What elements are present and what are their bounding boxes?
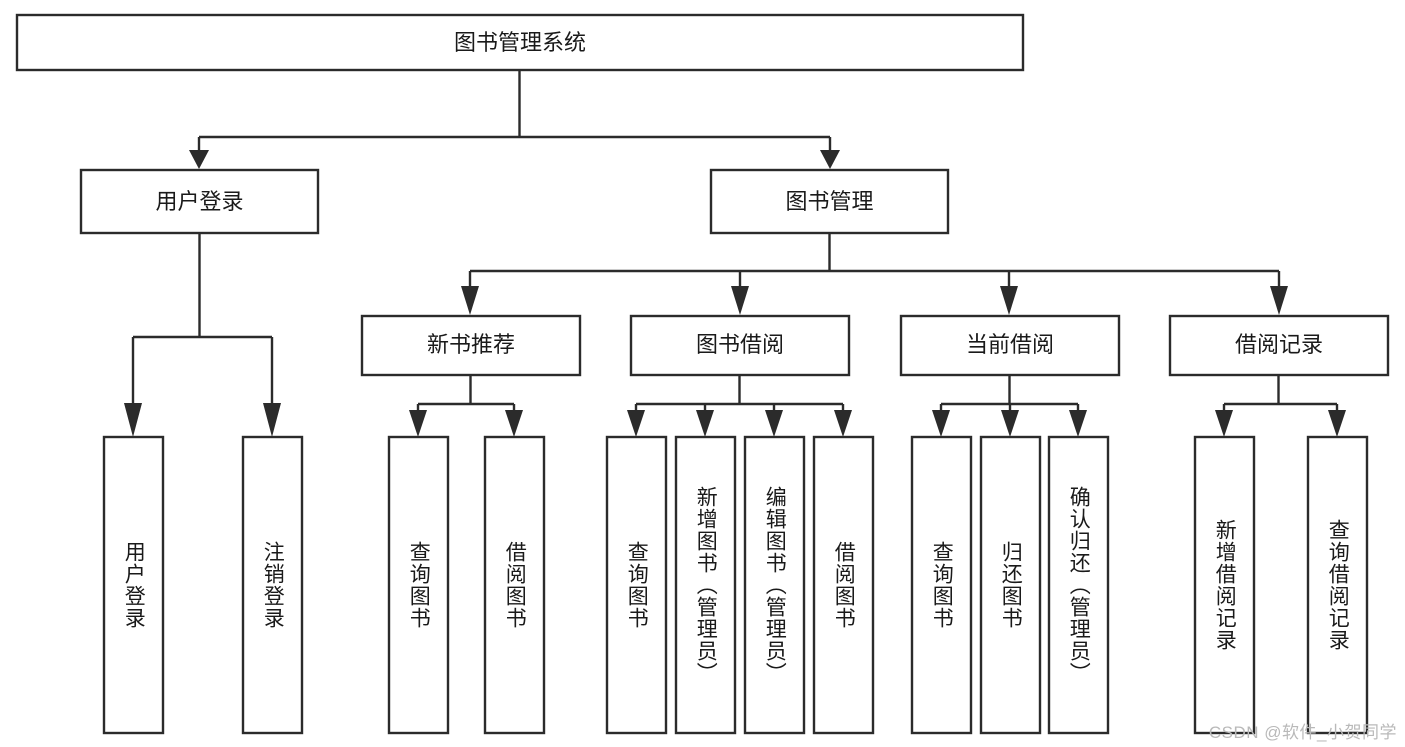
node-book-borrow-box[interactable] bbox=[629, 314, 851, 377]
arrow-to-leaf-query-book-3 bbox=[932, 410, 950, 437]
arrow-to-leaf-return-book bbox=[1001, 410, 1019, 437]
leaf-return-book-box[interactable] bbox=[979, 435, 1042, 735]
leaf-borrow-book-1-box[interactable] bbox=[483, 435, 546, 735]
arrow-to-leaf-query-book-2 bbox=[627, 410, 645, 437]
node-current-borrow[interactable]: 当前借阅 bbox=[899, 314, 1121, 377]
node-new-book-recommend[interactable]: 新书推荐 bbox=[360, 314, 582, 377]
arrow-to-current-borrow bbox=[1000, 286, 1018, 315]
node-new-book-recommend-label: 新书推荐 bbox=[427, 332, 515, 357]
leaf-borrow-book-2-box[interactable] bbox=[812, 435, 875, 735]
arrow-to-leaf-logout-login bbox=[263, 403, 281, 437]
leaf-query-borrow-record-box[interactable] bbox=[1306, 435, 1369, 735]
node-book-manage-box[interactable] bbox=[709, 168, 950, 235]
arrow-to-book-manage bbox=[820, 150, 840, 169]
leaf-query-book-3-box[interactable] bbox=[910, 435, 973, 735]
csdn-watermark: CSDN @软件_小贺同学 bbox=[1208, 723, 1397, 742]
node-root-box[interactable] bbox=[15, 13, 1025, 72]
node-borrow-record-label: 借阅记录 bbox=[1235, 332, 1323, 357]
node-book-borrow-label: 图书借阅 bbox=[696, 332, 784, 357]
arrow-to-leaf-add-book-admin bbox=[696, 410, 714, 437]
node-current-borrow-box[interactable] bbox=[899, 314, 1121, 377]
node-current-borrow-label: 当前借阅 bbox=[966, 332, 1054, 357]
arrow-to-leaf-borrow-book-2 bbox=[834, 410, 852, 437]
node-root[interactable]: 图书管理系统 bbox=[15, 13, 1025, 72]
leaf-add-borrow-record-box[interactable] bbox=[1193, 435, 1256, 735]
node-book-manage-label: 图书管理 bbox=[785, 189, 873, 214]
node-borrow-record[interactable]: 借阅记录 bbox=[1168, 314, 1390, 377]
arrow-to-leaf-add-borrow-record bbox=[1215, 410, 1233, 437]
leaf-boxes-layer bbox=[102, 435, 1369, 735]
leaf-query-book-1-box[interactable] bbox=[387, 435, 450, 735]
node-user-login-box[interactable] bbox=[79, 168, 320, 235]
node-book-manage[interactable]: 图书管理 bbox=[709, 168, 950, 235]
node-user-login[interactable]: 用户登录 bbox=[79, 168, 320, 235]
connector-layer bbox=[124, 70, 1346, 437]
arrow-to-leaf-query-borrow-record bbox=[1328, 410, 1346, 437]
leaf-query-book-2-box[interactable] bbox=[605, 435, 668, 735]
arrow-to-user-login bbox=[189, 150, 209, 169]
arrow-to-leaf-borrow-book-1 bbox=[505, 410, 523, 437]
arrow-to-borrow-record bbox=[1270, 286, 1288, 315]
arrow-to-leaf-user-login bbox=[124, 403, 142, 437]
leaf-add-book-admin-box[interactable] bbox=[674, 435, 737, 735]
node-user-login-label: 用户登录 bbox=[155, 189, 243, 214]
arrow-to-leaf-edit-book-admin bbox=[765, 410, 783, 437]
arrow-to-new-book-recommend bbox=[461, 286, 479, 315]
node-book-borrow[interactable]: 图书借阅 bbox=[629, 314, 851, 377]
node-borrow-record-box[interactable] bbox=[1168, 314, 1390, 377]
arrow-to-leaf-query-book-1 bbox=[409, 410, 427, 437]
leaf-logout-login-box[interactable] bbox=[241, 435, 304, 735]
leaf-confirm-return-admin-box[interactable] bbox=[1047, 435, 1110, 735]
node-new-book-recommend-box[interactable] bbox=[360, 314, 582, 377]
leaf-edit-book-admin-box[interactable] bbox=[743, 435, 806, 735]
leaf-user-login-box[interactable] bbox=[102, 435, 165, 735]
arrow-to-book-borrow bbox=[731, 286, 749, 315]
node-root-label: 图书管理系统 bbox=[454, 30, 586, 55]
arrow-to-leaf-confirm-return-admin bbox=[1069, 410, 1087, 437]
